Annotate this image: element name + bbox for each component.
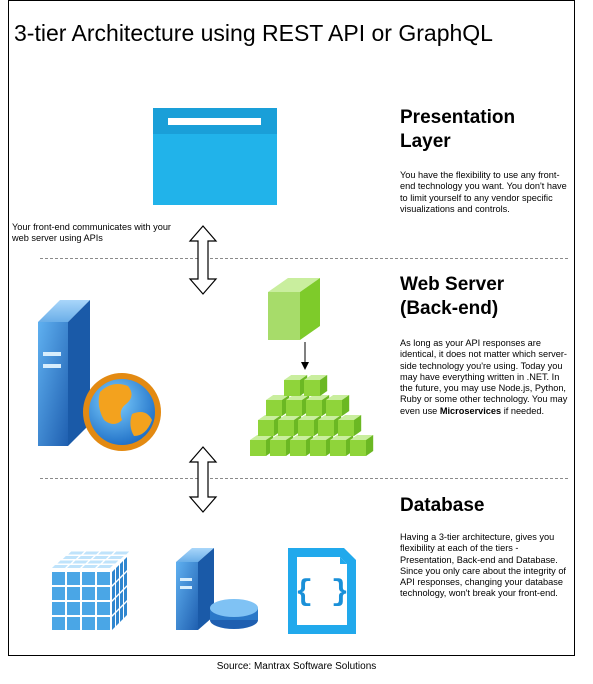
database-layer-heading: Database [400, 495, 485, 516]
microservices-cube-pyramid-icon [250, 374, 374, 456]
svg-text:{ }: { } [295, 576, 349, 610]
web-server-globe-icon [38, 300, 161, 451]
json-document-icon: { } [288, 548, 356, 634]
browser-window-icon [153, 108, 277, 205]
source-caption: Source: Mantrax Software Solutions [216, 661, 377, 672]
diagram-title: 3-tier Architecture using REST API or Gr… [14, 20, 493, 46]
divider-presentation-webserver [40, 258, 568, 259]
data-grid-cube-icon [52, 551, 130, 630]
database-layer-description: Having a 3-tier architecture, gives you … [400, 532, 566, 599]
presentation-heading-line1: Presentation [400, 107, 516, 128]
double-arrow-webserver-database-icon [188, 446, 218, 513]
webserver-heading-line1: Web Server [400, 274, 505, 295]
webserver-description-after: if needed. [501, 405, 545, 416]
database-server-icon [176, 548, 258, 630]
microservices-text: Microservices [439, 405, 502, 416]
service-cube-icon [268, 278, 320, 340]
webserver-layer-heading: Web Server (Back-end) [400, 273, 504, 321]
webserver-description-before: As long as your API responses are identi… [400, 338, 568, 416]
presentation-layer-heading: Presentation Layer [400, 106, 515, 154]
divider-webserver-database [40, 478, 568, 479]
diagram-frame [8, 0, 575, 656]
presentation-layer-description: You have the flexibility to use any fron… [400, 170, 567, 214]
double-arrow-presentation-webserver-icon [188, 225, 218, 295]
communication-note: Your front-end communicates with your we… [12, 222, 171, 243]
webserver-heading-line2: (Back-end) [400, 298, 499, 319]
webserver-layer-description: As long as your API responses are identi… [400, 338, 572, 417]
presentation-heading-line2: Layer [400, 131, 451, 152]
down-arrow-icon [301, 342, 309, 370]
